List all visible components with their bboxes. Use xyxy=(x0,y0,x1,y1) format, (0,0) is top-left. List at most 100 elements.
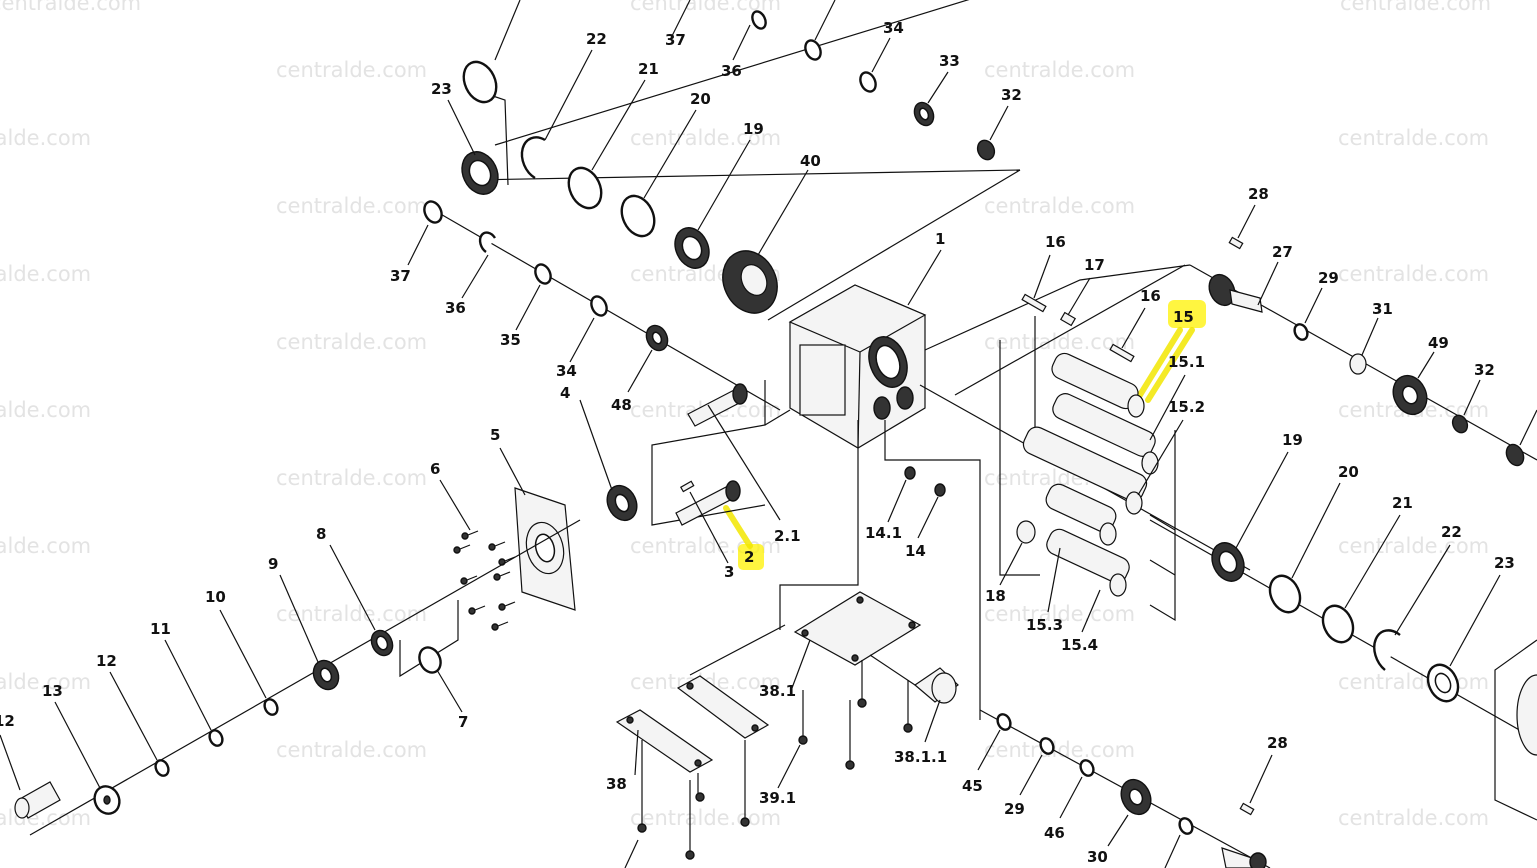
housing-front-cavity xyxy=(799,344,846,416)
part-bearing-9-inner xyxy=(319,667,333,683)
label-part-23: 23 xyxy=(431,80,452,98)
right-upper-shaft-group xyxy=(1189,204,1537,467)
label-part-34: 34 xyxy=(883,19,904,37)
bracket-line xyxy=(954,264,1186,396)
leader-line xyxy=(689,491,729,564)
leader-line xyxy=(1081,589,1101,633)
label-part-39-1: 39.1 xyxy=(759,789,796,807)
part-circlip-36 xyxy=(478,231,497,253)
watermark: centralde.com xyxy=(1340,0,1491,15)
label-part-16b: 16 xyxy=(1140,287,1161,305)
upper-leader-lines xyxy=(407,0,1009,393)
label-part-8: 8 xyxy=(316,525,326,543)
leader-line xyxy=(544,49,593,141)
part-ring-right-edge xyxy=(1505,443,1525,467)
watermark: centralde.com xyxy=(1338,534,1489,558)
watermark: centralde.com xyxy=(0,398,91,422)
upper-shaft-group xyxy=(461,0,1021,321)
part-seal-19-right-inner xyxy=(1218,550,1238,574)
label-part-40: 40 xyxy=(800,152,821,170)
camshaft-15 xyxy=(1051,352,1145,418)
part-bush-31 xyxy=(1349,353,1367,375)
part-bearing-4-inner xyxy=(614,493,630,513)
part-housing-right-edge xyxy=(1516,674,1537,756)
watermark: centralde.com xyxy=(276,58,427,82)
leader-line xyxy=(1137,419,1184,496)
highlight-label-15 xyxy=(1168,300,1206,328)
watermark: centralde.com xyxy=(1338,806,1489,830)
leader-line xyxy=(887,479,907,523)
label-part-32: 32 xyxy=(1001,86,1022,104)
leader-line xyxy=(329,544,376,631)
shaft-2-1-spline xyxy=(732,383,748,405)
leader-line xyxy=(697,139,751,231)
leader-line xyxy=(54,701,101,789)
part-bracket-38-upper xyxy=(676,675,770,739)
label-part-2-1: 2.1 xyxy=(774,527,801,545)
part-plug-14 xyxy=(934,483,946,497)
bracket-line xyxy=(767,169,1021,321)
label-part-12-edge: 12 xyxy=(0,712,15,730)
label-part-11: 11 xyxy=(150,620,171,638)
watermark: centralde.com xyxy=(1338,262,1489,286)
camshaft-group-15 xyxy=(999,254,1186,633)
label-part-46: 46 xyxy=(1044,824,1065,842)
part-ring-21-right xyxy=(1321,604,1355,644)
watermark: centralde.com xyxy=(0,126,91,150)
part-washer-13-hole xyxy=(103,795,111,805)
bracket-line xyxy=(884,420,981,720)
part-sleeve-end xyxy=(14,797,30,819)
label-part-13: 13 xyxy=(42,682,63,700)
part-ring-34 xyxy=(590,295,608,317)
watermark: centralde.com xyxy=(276,602,427,626)
leader-line xyxy=(494,0,521,61)
part-ring-34-top xyxy=(859,71,877,93)
watermark: centralde.com xyxy=(984,602,1135,626)
part-sleeve-38-1-1-end xyxy=(931,672,957,704)
housing-bore-inner xyxy=(875,344,901,380)
highlight-leader-2 xyxy=(723,505,753,549)
part-washer-23-right-inner xyxy=(1434,672,1452,694)
highlight-leader-15 xyxy=(1137,327,1183,398)
highlight-layer xyxy=(723,300,1206,570)
watermark: centralde.com xyxy=(984,58,1135,82)
camshaft-15-3 xyxy=(1045,483,1117,546)
label-part-9: 9 xyxy=(268,555,278,573)
leader-line xyxy=(439,479,471,531)
leader-line xyxy=(499,447,526,496)
label-part-38-1: 38.1 xyxy=(759,682,796,700)
label-part-18: 18 xyxy=(985,587,1006,605)
label-part-14: 14 xyxy=(905,542,926,560)
watermark-layer: centralde.com centralde.com centralde.co… xyxy=(0,0,1491,830)
leader-line xyxy=(871,37,891,73)
shaft-2-spline xyxy=(725,480,741,502)
label-part-14-1: 14.1 xyxy=(865,524,902,542)
leader-line xyxy=(1344,514,1401,609)
label-part-37: 37 xyxy=(665,31,686,49)
leader-line xyxy=(999,542,1023,586)
part-pinion-lower-gear xyxy=(1249,852,1267,868)
part-key-28-lower xyxy=(1239,802,1255,816)
label-part-16: 16 xyxy=(1045,233,1066,251)
label-part-48: 48 xyxy=(611,396,632,414)
bracket-line xyxy=(764,409,791,426)
label-part-19-right: 19 xyxy=(1282,431,1303,449)
leader-line xyxy=(1047,547,1061,613)
leader-line xyxy=(627,349,653,393)
assembly-bracket-line xyxy=(469,169,1021,181)
leader-line xyxy=(1107,814,1129,847)
label-part-5: 5 xyxy=(490,426,500,444)
part-ring-35-top xyxy=(804,39,822,61)
leader-line xyxy=(1519,409,1537,446)
watermark: centralde.com xyxy=(630,0,781,15)
label-part-33: 33 xyxy=(939,52,960,70)
label-part-32-right: 32 xyxy=(1474,361,1495,379)
leader-line xyxy=(1449,574,1501,667)
part-ring-8-inner xyxy=(375,635,389,651)
label-part-6: 6 xyxy=(430,460,440,478)
leader-line xyxy=(1249,754,1273,804)
leader-line xyxy=(447,99,476,156)
bracket-line xyxy=(1149,430,1176,622)
part-ring-35 xyxy=(534,263,552,285)
part-ring-32 xyxy=(1451,414,1469,434)
